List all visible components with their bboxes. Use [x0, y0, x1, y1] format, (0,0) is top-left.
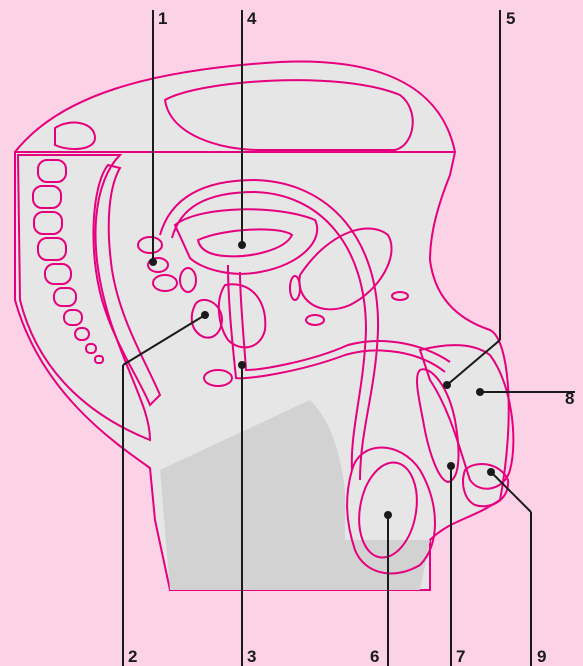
label-4: 4 — [247, 10, 256, 27]
label-6: 6 — [370, 648, 379, 665]
label-1: 1 — [158, 10, 167, 27]
label-3: 3 — [247, 648, 256, 665]
label-9: 9 — [537, 648, 546, 665]
label-5: 5 — [506, 10, 515, 27]
label-8: 8 — [565, 390, 574, 407]
label-7: 7 — [456, 648, 465, 665]
label-2: 2 — [128, 648, 137, 665]
